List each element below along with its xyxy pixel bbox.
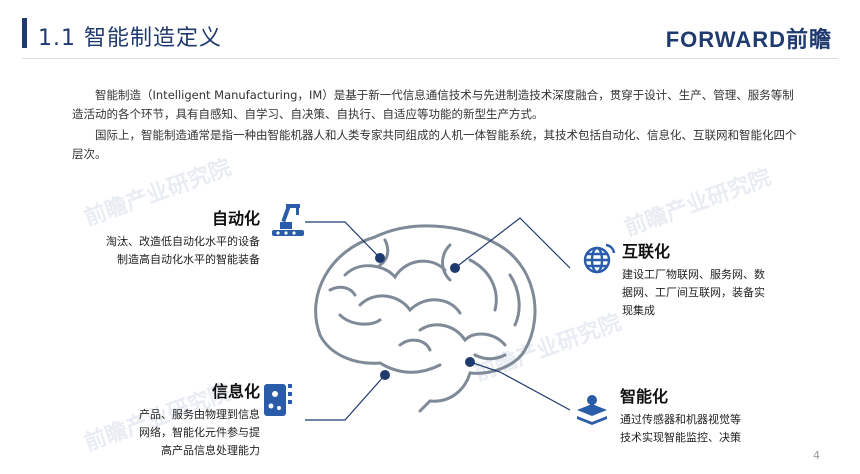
node-intelligence: 智能化 通过传感器和机器视觉等 技术实现智能监控、决策 — [620, 383, 780, 447]
brand-logo: FORWARD前瞻 — [665, 27, 832, 52]
node-internet-desc-3: 现集成 — [622, 304, 655, 317]
title-accent-bar — [22, 18, 27, 48]
header-divider — [22, 58, 838, 59]
page-title: 1.1 智能制造定义 — [38, 26, 222, 51]
node-information-title: 信息化 — [211, 382, 260, 401]
node-internet-desc-1: 建设工厂物联网、服务网、数 — [622, 268, 765, 281]
node-automation-title: 自动化 — [211, 209, 260, 228]
node-internet-title: 互联化 — [622, 242, 671, 261]
node-information-desc-3: 高产品信息处理能力 — [161, 444, 260, 457]
page-number: 4 — [813, 449, 820, 462]
data-icon — [262, 380, 296, 424]
node-internet: 互联化 建设工厂物联网、服务网、数 据网、工厂间互联网，装备实 现集成 — [622, 238, 782, 320]
intro-paragraph-1: 智能制造（Intelligent Manufacturing，IM）是基于新一代… — [72, 88, 794, 121]
globe-icon — [582, 242, 616, 280]
node-information-desc-1: 产品、服务由物理到信息 — [139, 408, 260, 421]
node-automation-desc-2: 制造高自动化水平的智能装备 — [117, 253, 260, 266]
node-automation: 自动化 淘汰、改造低自动化水平的设备 制造高自动化水平的智能装备 — [80, 205, 260, 269]
robot-arm-icon — [270, 200, 306, 244]
node-information-desc-2: 网络，智能化元件参与提 — [139, 426, 260, 439]
node-intelligence-title: 智能化 — [620, 387, 669, 406]
node-intelligence-desc-2: 技术实现智能监控、决策 — [620, 431, 741, 444]
layers-icon — [574, 392, 610, 432]
node-internet-desc-2: 据网、工厂间互联网，装备实 — [622, 286, 765, 299]
brain-illustration — [314, 224, 537, 413]
node-intelligence-desc-1: 通过传感器和机器视觉等 — [620, 413, 741, 426]
node-information: 信息化 产品、服务由物理到信息 网络，智能化元件参与提 高产品信息处理能力 — [100, 378, 260, 460]
intro-paragraph-2: 国际上，智能制造通常是指一种由智能机器人和人类专家共同组成的人机一体智能系统，其… — [72, 128, 797, 161]
node-automation-desc-1: 淘汰、改造低自动化水平的设备 — [106, 235, 260, 248]
